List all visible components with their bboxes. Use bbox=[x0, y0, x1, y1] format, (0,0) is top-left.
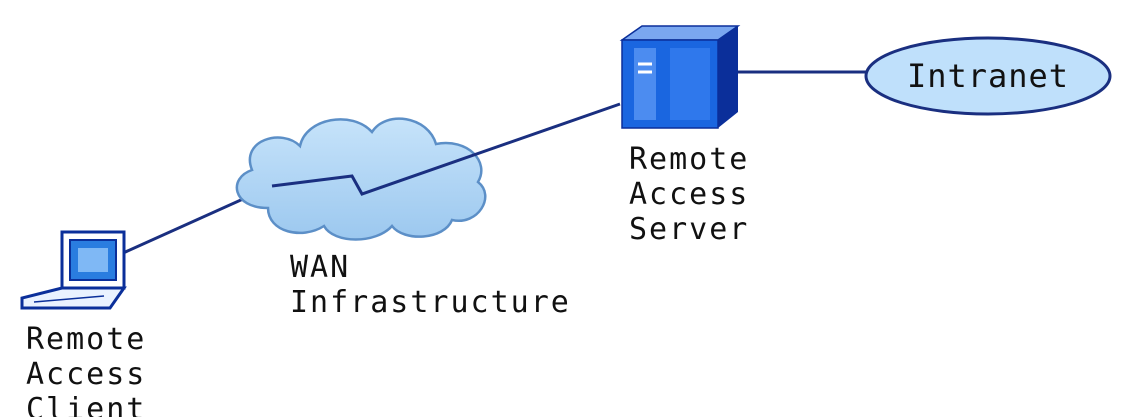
server-tower-icon bbox=[619, 25, 741, 129]
intranet-label: Intranet bbox=[906, 57, 1070, 95]
wan-infrastructure-label: WAN Infrastructure bbox=[290, 250, 571, 320]
client-label-line-1: Remote bbox=[26, 322, 147, 357]
server-label-line-3: Server bbox=[629, 212, 750, 247]
wan-label-line-1: WAN bbox=[290, 250, 351, 285]
client-label-line-3: Client bbox=[26, 392, 147, 417]
server-label-line-1: Remote bbox=[629, 142, 750, 177]
wan-label-line-2: Infrastructure bbox=[290, 285, 571, 320]
remote-access-client-label: Remote Access Client bbox=[26, 322, 146, 417]
laptop-icon bbox=[20, 230, 127, 310]
intranet-ellipse bbox=[864, 36, 1112, 116]
cloud-icon bbox=[235, 117, 487, 241]
client-label-line-2: Access bbox=[26, 357, 147, 392]
wan-server-link bbox=[271, 102, 621, 196]
server-label-line-2: Access bbox=[629, 177, 750, 212]
remote-access-server-label: Remote Access Server bbox=[629, 142, 749, 247]
